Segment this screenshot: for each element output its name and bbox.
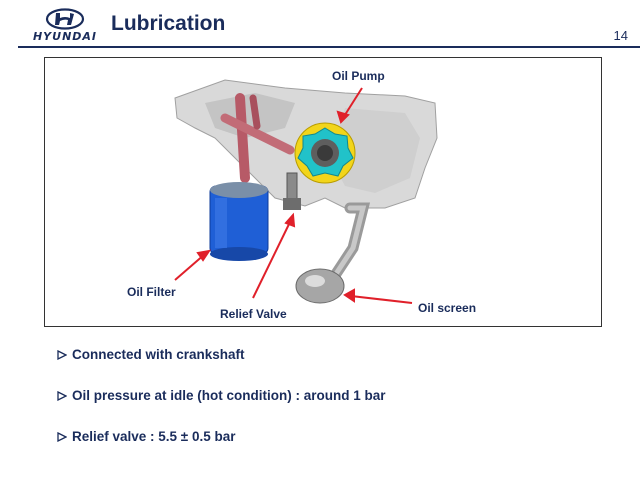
- bullet-item: Connected with crankshaft: [57, 347, 245, 362]
- bullet-text: Relief valve : 5.5 ± 0.5 bar: [72, 429, 236, 444]
- bullet-item: Oil pressure at idle (hot condition) : a…: [57, 388, 386, 403]
- page-number: 14: [613, 28, 628, 43]
- bullet-text: Connected with crankshaft: [72, 347, 245, 362]
- page-title: Lubrication: [111, 12, 226, 35]
- oil-screen-label: Oil screen: [418, 301, 477, 315]
- oil-filter-label: Oil Filter: [127, 285, 176, 299]
- bullet-text: Oil pressure at idle (hot condition) : a…: [72, 388, 386, 403]
- engine-lubrication-figure: Oil Pump Oil Filter Relief Valve Oil scr…: [44, 57, 602, 327]
- hyundai-logo: HYUNDAI: [30, 8, 100, 43]
- relief-valve-label: Relief Valve: [220, 307, 287, 321]
- oil-pump-label: Oil Pump: [332, 69, 385, 83]
- brand-wordmark: HYUNDAI: [32, 30, 98, 43]
- header-divider: [18, 46, 640, 48]
- engine-illustration: [174, 79, 438, 304]
- triangle-bullet-icon: [57, 390, 67, 401]
- triangle-bullet-icon: [57, 431, 67, 442]
- triangle-bullet-icon: [57, 349, 67, 360]
- bullet-item: Relief valve : 5.5 ± 0.5 bar: [57, 429, 236, 444]
